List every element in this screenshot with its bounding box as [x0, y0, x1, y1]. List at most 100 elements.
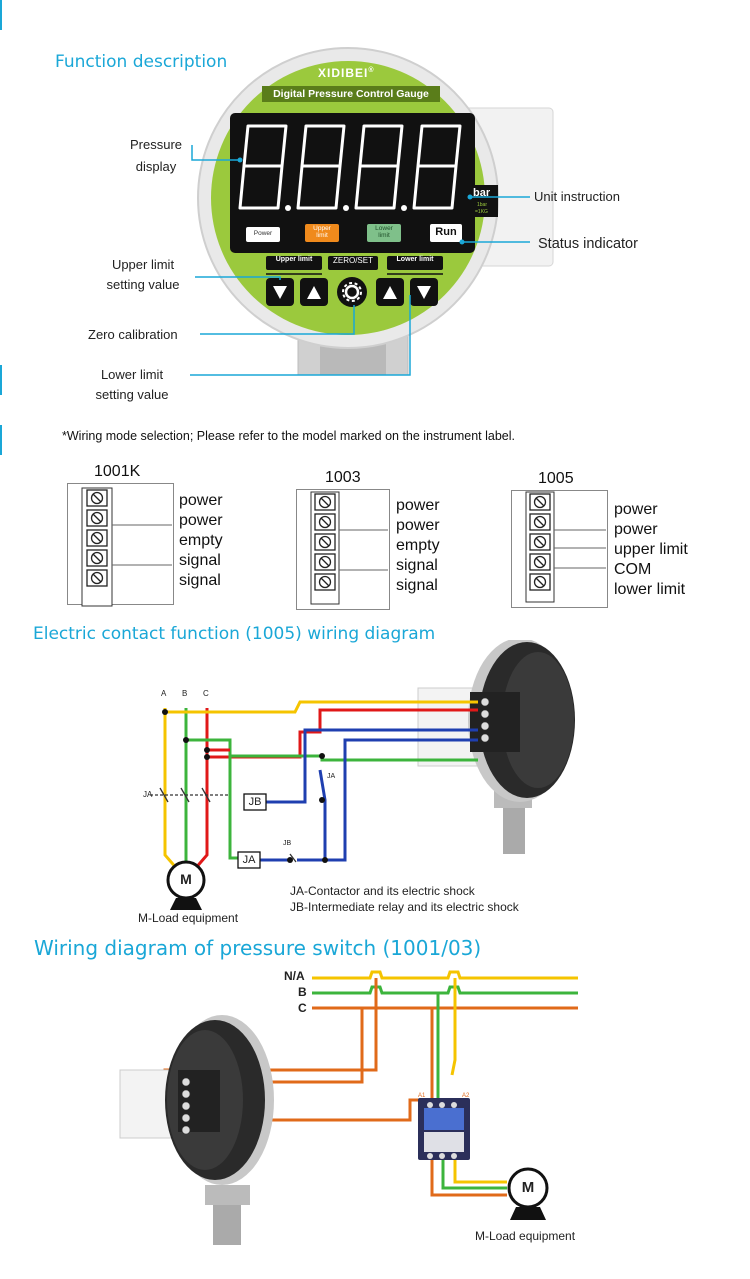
phase-label-c: C — [203, 689, 209, 698]
terminal-labels-1001k: power power empty signal signal — [179, 491, 223, 591]
wire-c-red — [192, 708, 209, 871]
terminal-screws — [81, 487, 606, 607]
seven-segment-display — [238, 124, 462, 211]
display-window — [230, 113, 475, 253]
callout-status-indicator: Status indicator — [538, 236, 638, 252]
run-led-box — [430, 224, 462, 242]
terminal-screw-slot — [535, 537, 545, 547]
callout-upper-limit: Upper limit setting value — [106, 257, 180, 292]
terminal-label: COM — [614, 561, 652, 578]
ja-box — [237, 851, 261, 869]
switch-phase-b: B — [298, 985, 307, 999]
power-led-box — [246, 227, 280, 242]
upper-limit-led-box — [305, 224, 339, 242]
contact-load-label: M-Load equipment — [138, 911, 239, 925]
terminal-labels-1005: power power upper limit COM lower limit — [614, 500, 688, 600]
contact-wiring-diagram — [150, 640, 575, 910]
gauge-brand: XIDIBEI® — [318, 66, 375, 80]
digit-1 — [238, 124, 288, 210]
terminal-label: signal — [396, 577, 438, 594]
left-edge-marker-2 — [0, 365, 2, 395]
terminal-label: power — [179, 512, 223, 529]
terminal-screw-slot — [92, 513, 102, 523]
phase-label-a: A — [161, 689, 167, 698]
terminal-block-1001k — [67, 483, 174, 605]
terminal-label: upper limit — [614, 541, 688, 558]
switch-motor-symbol: M — [521, 1179, 535, 1196]
zero-set-button-label: ZERO/SET — [332, 256, 373, 265]
jb-box — [243, 793, 267, 811]
terminal-screw-slot — [320, 497, 330, 507]
switch-section-title: Wiring diagram of pressure switch (1001/… — [34, 936, 482, 960]
terminal-screw-slot — [320, 537, 330, 547]
contactor — [418, 1098, 470, 1160]
model-1001k-title: 1001K — [94, 463, 141, 480]
terminal-labels-1003: power power empty signal signal — [396, 496, 440, 596]
terminal-screw-slot — [92, 533, 102, 543]
run-label: Run — [435, 226, 457, 238]
registered-mark: ® — [368, 67, 375, 74]
terminal-label: empty — [396, 537, 440, 554]
contactor-a2-label: A2 — [462, 1093, 470, 1099]
gauge-subtitle: Digital Pressure Control Gauge — [262, 86, 440, 102]
jb-switch-label: JB — [283, 840, 292, 847]
unit-label: bar — [473, 187, 491, 199]
switch-phase-na: N/A — [284, 969, 305, 983]
terminal-label: lower limit — [614, 581, 686, 598]
callout-unit-instruction: Unit instruction — [534, 189, 620, 204]
terminal-screw-slot — [92, 493, 102, 503]
ja-side-label: JA — [143, 790, 153, 799]
pressure-gauge-illustration — [197, 47, 554, 376]
bus-yellow — [312, 970, 578, 980]
terminal-screw-slot — [92, 573, 102, 583]
ja-switch-label: JA — [327, 773, 336, 780]
wire-a-yellow — [163, 708, 180, 871]
callout-lines — [190, 145, 530, 376]
terminal-label: empty — [179, 532, 223, 549]
callout-lower-limit: Lower limit setting value — [95, 367, 169, 402]
digit-4 — [412, 124, 462, 210]
left-edge-marker-3 — [0, 425, 2, 455]
terminal-label: signal — [179, 552, 221, 569]
terminal-block-1003 — [296, 489, 390, 610]
digit-2 — [296, 124, 346, 210]
switch-gauge-device — [119, 1015, 274, 1245]
contact-legend-ja: JA-Contactor and its electric shock — [290, 884, 475, 898]
terminal-label: power — [179, 492, 223, 509]
terminal-label: power — [614, 501, 658, 518]
switch-wiring-diagram — [119, 970, 578, 1245]
callout-zero-calibration: Zero calibration — [88, 327, 178, 342]
contact-legend-jb: JB-Intermediate relay and its electric s… — [290, 900, 519, 914]
switch-phase-c: C — [298, 1001, 307, 1015]
terminal-label: power — [396, 517, 440, 534]
lower-limit-led-box — [367, 224, 401, 242]
terminal-screw-slot — [535, 497, 545, 507]
terminal-screw-slot — [92, 553, 102, 563]
terminal-screw-slot — [535, 577, 545, 587]
model-1005-title: 1005 — [538, 470, 574, 487]
terminal-label: power — [396, 497, 440, 514]
unit-note-2: =1KG — [475, 209, 488, 215]
terminal-screw-slot — [320, 577, 330, 587]
contact-motor-symbol: M — [180, 871, 192, 887]
terminal-screw-slot — [320, 517, 330, 527]
model-1003-title: 1003 — [325, 469, 361, 486]
left-edge-marker — [0, 0, 2, 30]
switch-motor — [507, 1167, 549, 1220]
unit-box — [470, 185, 498, 217]
contact-section-title: Electric contact function (1005) wiring … — [33, 624, 436, 644]
contact-gauge-device — [417, 640, 575, 854]
terminal-block-1005 — [511, 490, 608, 608]
phase-label-b: B — [182, 689, 188, 698]
digit-3 — [354, 124, 404, 210]
zero-set-label-bar — [328, 256, 378, 270]
switch-load-label: M-Load equipment — [475, 1229, 576, 1243]
lower-limit-label-bar — [387, 256, 443, 270]
unit-note-1: 1bar — [477, 202, 488, 208]
bus-green — [312, 985, 578, 995]
contact-motor — [166, 860, 206, 910]
lower-limit-button-label: Lower limit — [396, 256, 434, 263]
terminal-screw-slot — [320, 557, 330, 567]
